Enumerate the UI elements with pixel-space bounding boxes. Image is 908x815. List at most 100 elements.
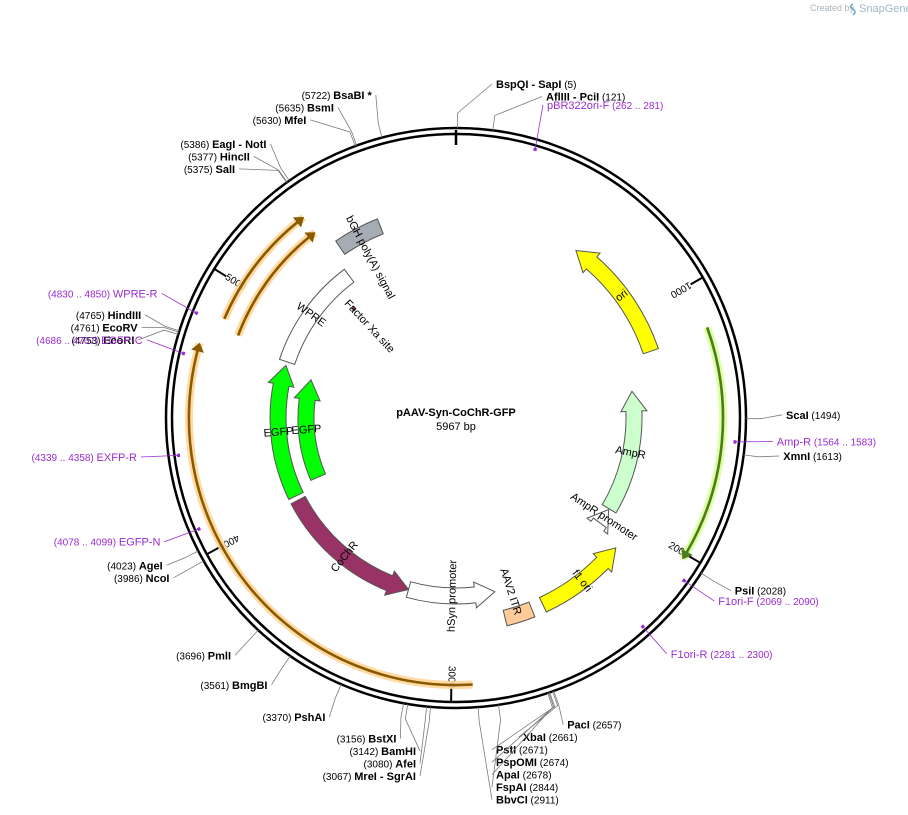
site-ncoi[interactable]: (3986) NcoI — [114, 560, 204, 585]
site-position: (2678) — [520, 771, 552, 782]
site-leader-line — [491, 704, 502, 788]
site-name: BsaBI — [333, 90, 364, 102]
primer-amp-r[interactable]: Amp-R (1564 .. 1583) — [733, 437, 876, 449]
site-position: (2671) — [516, 746, 548, 757]
site-position: (2661) — [546, 733, 578, 744]
feature-wpre[interactable]: WPRE — [278, 268, 355, 366]
ampr-promoter-shape[interactable] — [586, 508, 610, 535]
site-leader-line — [337, 107, 358, 146]
site-leader-line — [329, 684, 342, 718]
primer-leader-line — [146, 339, 184, 354]
primer-pbr322ori-f[interactable]: pBR322ori-F (262 .. 281) — [533, 100, 664, 152]
site-psii[interactable]: PsiI (2028) — [700, 572, 786, 598]
wpre-shape[interactable] — [278, 268, 355, 366]
site-label: (3142) BamHI — [349, 746, 416, 758]
site-name: BamHI — [381, 746, 416, 758]
f1-ori-shape[interactable] — [538, 547, 617, 613]
hsyn-promoter-shape[interactable] — [405, 581, 496, 609]
site-ecorv[interactable]: (4761) EcoRV — [71, 322, 180, 334]
egfp-1-shape[interactable] — [267, 364, 304, 501]
primer-f1ori-r[interactable]: F1ori-R (2281 .. 2300) — [640, 624, 773, 661]
cochr-shape[interactable] — [290, 495, 410, 596]
site-leader-line — [234, 629, 259, 656]
arc-orange-1 — [185, 342, 473, 690]
primer-egfp-c[interactable]: (4686 .. 4707) EGFP-C — [36, 335, 186, 356]
ori-shape[interactable] — [575, 249, 660, 355]
site-afei[interactable]: (3080) AfeI — [364, 706, 427, 771]
feature-egfp-1[interactable]: EGFP — [263, 364, 304, 501]
site-afliii[interactable]: AflIII - PciI (121) — [492, 92, 626, 131]
site-mrei[interactable]: (3067) MreI - SgrAI — [323, 706, 431, 783]
site-scai[interactable]: ScaI (1494) — [746, 410, 840, 422]
site-sali[interactable]: (5375) SalI — [184, 164, 288, 183]
site-apai[interactable]: ApaI (2678) — [491, 692, 553, 782]
site-ecori[interactable]: (4753) EcoRI — [72, 329, 179, 347]
site-leader-line — [491, 692, 553, 775]
site-label: XmnI (1613) — [783, 451, 842, 463]
site-leader-line — [400, 703, 404, 739]
site-bsmi[interactable]: (5635) BsmI — [275, 102, 358, 146]
feature-egfp-2[interactable]: EGFP — [291, 378, 327, 482]
bgh-polya-shape[interactable] — [335, 218, 384, 255]
primer-exfp-r[interactable]: (4339 .. 4358) EXFP-R — [32, 452, 181, 464]
site-paci[interactable]: PacI (2657) — [553, 690, 622, 732]
primer-name: WPRE-R — [113, 288, 158, 300]
primer-label: (4078 .. 4099) EGFP-N — [54, 537, 161, 549]
site-label: BspQI - SapI (5) — [496, 79, 576, 91]
primer-f1ori-f[interactable]: F1ori-F (2069 .. 2090) — [681, 578, 819, 608]
primer-egfp-n[interactable]: (4078 .. 4099) EGFP-N — [54, 526, 201, 549]
site-bamhi[interactable]: (3142) BamHI — [349, 703, 421, 758]
tick-label: 3000 — [445, 666, 456, 689]
site-agei[interactable]: (4023) AgeI — [107, 550, 199, 572]
site-pspomi[interactable]: PspOMI (2674) — [491, 692, 569, 770]
site-leader-line — [492, 96, 543, 131]
site-label: (3156) BstXI — [337, 734, 397, 746]
factor-xa-shape[interactable] — [350, 305, 357, 312]
site-eagi[interactable]: (5386) EagI - NotI — [180, 139, 290, 181]
site-label: (4761) EcoRV — [71, 322, 139, 334]
site-mfei[interactable]: (5630) MfeI — [253, 115, 356, 147]
feature-factor-xa[interactable]: Factor Xa site — [342, 298, 397, 356]
site-xmni[interactable]: XmnI (1613) — [743, 451, 842, 463]
site-bmgbi[interactable]: (3561) BmgBI — [200, 655, 291, 692]
site-name: - — [570, 92, 580, 104]
site-position: (4761) — [71, 323, 103, 334]
arc-orange-3 — [220, 214, 306, 321]
primer-wpre-r[interactable]: (4830 .. 4850) WPRE-R — [48, 288, 199, 316]
site-label: AflIII - PciI (121) — [546, 92, 625, 104]
primer-name: EGFP-C — [101, 335, 143, 347]
primer-range: (2281 .. 2300) — [710, 650, 772, 661]
site-leader-line — [375, 94, 383, 138]
site-pmli[interactable]: (3696) PmlI — [176, 629, 259, 662]
site-psti[interactable]: PstI (2671) — [491, 692, 556, 757]
site-pshai[interactable]: (3370) PshAI — [263, 684, 342, 724]
site-position: (3067) — [323, 772, 355, 783]
feature-hsyn-promoter[interactable]: hSyn promoter — [405, 559, 496, 632]
site-bstxi[interactable]: (3156) BstXI — [337, 703, 404, 746]
site-fspai[interactable]: FspAI (2844) — [491, 704, 558, 794]
site-name: NcoI — [146, 573, 170, 585]
feature-ori[interactable]: ori — [575, 249, 660, 355]
site-leader-line — [491, 692, 555, 763]
site-label: (3080) AfeI — [364, 759, 416, 771]
site-bspqi[interactable]: BspQI - SapI (5) — [457, 79, 577, 129]
site-bsabi[interactable]: (5722) BsaBI * — [302, 90, 383, 138]
feature-f1-ori[interactable]: f1 ori — [538, 547, 617, 613]
aav2-itr-shape[interactable] — [502, 601, 536, 627]
site-name: NotI — [245, 139, 266, 151]
site-name: HincII — [220, 151, 250, 163]
ori-label: ori — [613, 287, 630, 304]
site-position: (2674) — [537, 758, 569, 769]
feature-aav2-itr[interactable]: AAV2 ITR — [497, 567, 536, 627]
site-hincii[interactable]: (5377) HincII — [188, 151, 288, 183]
feature-ampr[interactable]: AmpR — [601, 390, 648, 514]
tick-mark — [206, 546, 220, 556]
site-hindiii[interactable]: (4765) HindIII — [76, 310, 180, 332]
egfp-2-shape[interactable] — [293, 378, 327, 482]
feature-cochr[interactable]: CoChR — [290, 495, 410, 596]
site-bbvci[interactable]: BbvCI (2911) — [477, 707, 559, 807]
ampr-shape[interactable] — [601, 390, 648, 514]
primer-name: pBR322ori-F — [547, 100, 610, 112]
feature-ampr-promoter[interactable]: AmpR promoter — [568, 491, 640, 544]
